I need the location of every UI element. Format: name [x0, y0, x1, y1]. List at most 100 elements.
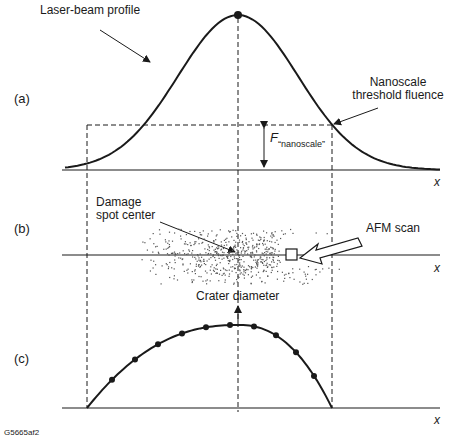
speckle-dot	[262, 243, 263, 244]
speckle-dot	[265, 260, 266, 261]
speckle-dot	[214, 267, 215, 268]
speckle-dot	[259, 244, 260, 245]
speckle-dot	[229, 261, 230, 262]
speckle-dot	[304, 272, 305, 273]
speckle-dot	[229, 276, 230, 277]
speckle-dot	[193, 244, 194, 245]
speckle-dot	[207, 236, 208, 237]
speckle-dot	[239, 242, 240, 243]
speckle-dot	[273, 257, 274, 258]
speckle-dot	[262, 259, 263, 260]
speckle-dot	[229, 260, 230, 261]
speckle-dot	[277, 263, 278, 264]
speckle-dot	[260, 261, 261, 262]
speckle-dot	[207, 260, 208, 261]
speckle-dot	[174, 259, 175, 260]
speckle-dot	[212, 246, 213, 247]
speckle-dot	[263, 244, 264, 245]
afm-hollow-arrow	[300, 238, 362, 264]
speckle-dot	[276, 266, 277, 267]
speckle-dot	[256, 263, 257, 264]
speckle-dot	[219, 258, 220, 259]
speckle-dot	[194, 270, 195, 271]
speckle-dot	[237, 252, 238, 253]
speckle-dot	[232, 266, 233, 267]
damage-speckle	[142, 229, 340, 285]
speckle-dot	[226, 244, 227, 245]
speckle-dot	[213, 255, 214, 256]
speckle-dot	[192, 282, 193, 283]
symbol: F	[270, 131, 278, 144]
speckle-dot	[212, 256, 213, 257]
speckle-dot	[312, 279, 313, 280]
speckle-dot	[271, 261, 272, 262]
speckle-dot	[246, 242, 247, 243]
speckle-dot	[232, 271, 233, 272]
speckle-dot	[223, 258, 224, 259]
speckle-dot	[267, 263, 268, 264]
crater-dot	[227, 322, 233, 328]
speckle-dot	[229, 251, 230, 252]
speckle-dot	[198, 255, 199, 256]
speckle-dot	[288, 273, 289, 274]
speckle-dot	[252, 253, 253, 254]
speckle-dot	[233, 248, 234, 249]
speckle-dot	[205, 280, 206, 281]
speckle-dot	[307, 283, 308, 284]
speckle-dot	[272, 257, 273, 258]
crater-dot	[203, 324, 209, 330]
speckle-dot	[257, 266, 258, 267]
speckle-dot	[284, 278, 285, 279]
speckle-dot	[292, 272, 293, 273]
speckle-dot	[263, 240, 264, 241]
speckle-dot	[242, 256, 243, 257]
speckle-dot	[169, 262, 170, 263]
center-line	[238, 18, 239, 412]
axis-a	[62, 169, 440, 170]
speckle-dot	[184, 253, 185, 254]
speckle-dot	[220, 270, 221, 271]
speckle-dot	[195, 258, 196, 259]
speckle-dot	[285, 233, 286, 234]
speckle-dot	[201, 276, 202, 277]
speckle-dot	[171, 253, 172, 254]
speckle-dot	[223, 273, 224, 274]
speckle-dot	[155, 246, 156, 247]
speckle-dot	[255, 266, 256, 267]
speckle-dot	[270, 264, 271, 265]
speckle-dot	[248, 249, 249, 250]
speckle-dot	[232, 250, 233, 251]
speckle-dot	[256, 244, 257, 245]
speckle-dot	[201, 243, 202, 244]
speckle-dot	[327, 233, 328, 234]
speckle-dot	[256, 244, 257, 245]
speckle-dot	[216, 272, 217, 273]
speckle-dot	[254, 254, 255, 255]
speckle-dot	[213, 240, 214, 241]
subscript: “nanoscale”	[278, 138, 325, 151]
speckle-dot	[251, 266, 252, 267]
speckle-dot	[264, 237, 265, 238]
speckle-dot	[269, 241, 270, 242]
speckle-dot	[144, 242, 145, 243]
speckle-dot	[203, 261, 204, 262]
speckle-dot	[266, 271, 267, 272]
speckle-dot	[198, 266, 199, 267]
speckle-dot	[266, 265, 267, 266]
speckle-dot	[226, 270, 227, 271]
speckle-dot	[240, 247, 241, 248]
speckle-dot	[269, 257, 270, 258]
speckle-dot	[213, 250, 214, 251]
speckle-dot	[267, 276, 268, 277]
crater-dots	[109, 322, 317, 383]
speckle-dot	[205, 271, 206, 272]
speckle-dot	[153, 233, 154, 234]
speckle-dot	[218, 247, 219, 248]
speckle-dot	[306, 279, 307, 280]
speckle-dot	[168, 268, 169, 269]
speckle-dot	[204, 248, 205, 249]
speckle-dot	[168, 240, 169, 241]
speckle-dot	[288, 273, 289, 274]
speckle-dot	[265, 244, 266, 245]
speckle-dot	[307, 274, 308, 275]
